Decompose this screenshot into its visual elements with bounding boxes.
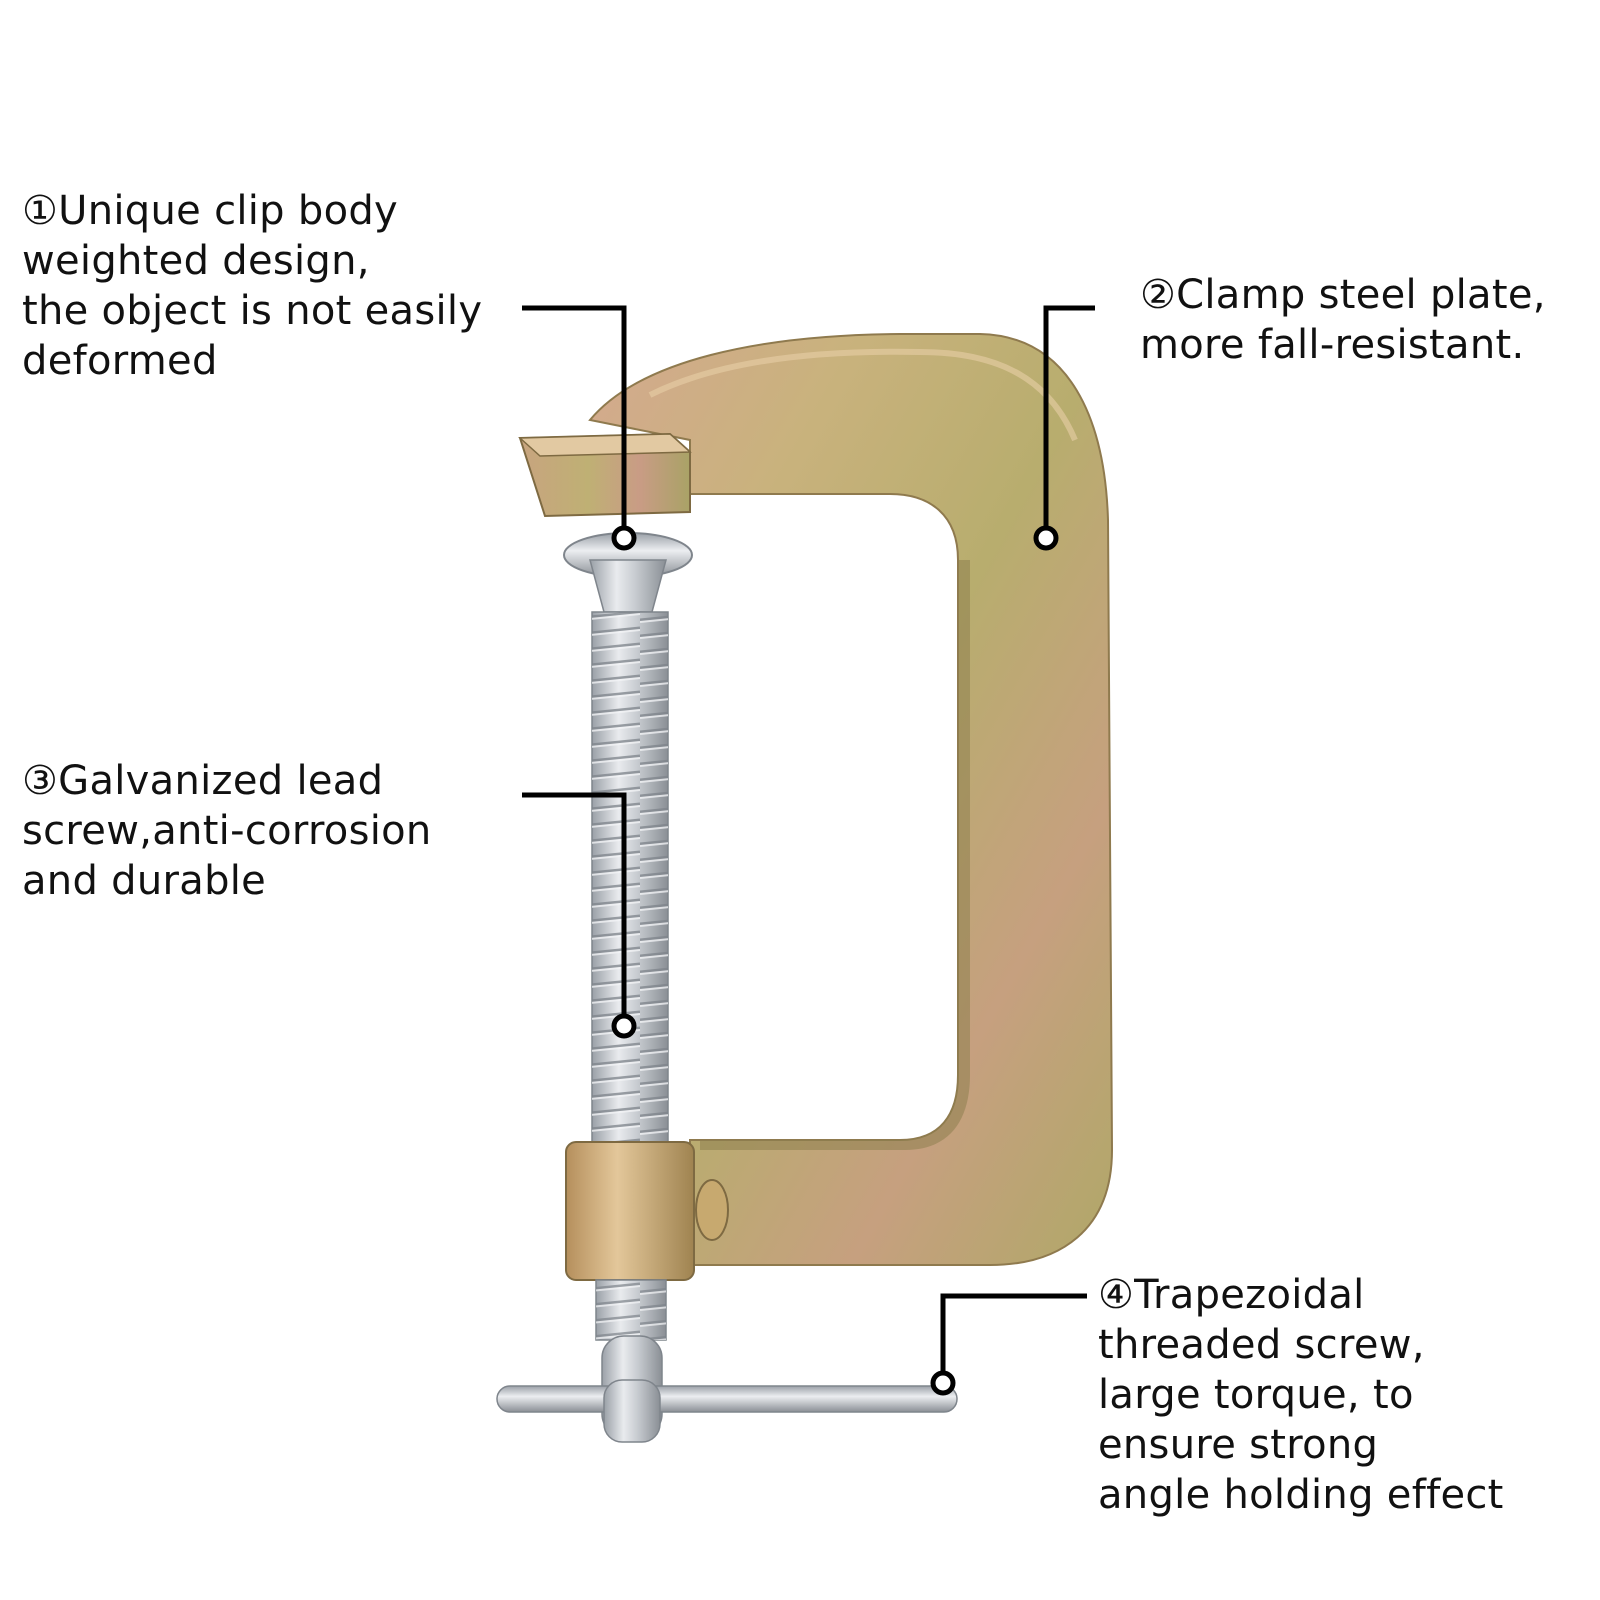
leader-markers xyxy=(611,525,1059,1396)
swivel-neck xyxy=(589,559,667,613)
marker-dot-threaded-screw xyxy=(930,1370,956,1396)
screw-lower-threads xyxy=(596,1280,666,1340)
callout-threaded-screw: ④Trapezoidal threaded screw, large torqu… xyxy=(1098,1270,1504,1520)
callout-lead-screw: ③Galvanized lead screw,anti-corrosion an… xyxy=(22,756,432,906)
callout-line: ④Trapezoidal xyxy=(1098,1272,1365,1318)
callout-steel-plate: ②Clamp steel plate, more fall-resistant. xyxy=(1140,270,1546,370)
callout-line: deformed xyxy=(22,338,218,384)
handle-boss-front xyxy=(603,1379,661,1443)
leader-lines xyxy=(522,305,1095,1383)
callout-line: ③Galvanized lead xyxy=(22,758,384,804)
callout-line: screw,anti-corrosion xyxy=(22,808,432,854)
callout-line: threaded screw, xyxy=(1098,1322,1425,1368)
screw-collar xyxy=(565,1141,695,1281)
marker-dot-steel-plate xyxy=(1033,525,1059,551)
callout-line: and durable xyxy=(22,858,267,904)
fixed-jaw-top xyxy=(518,433,692,457)
leader-line-steel-plate xyxy=(1043,305,1095,538)
marker-dot-clip-body xyxy=(611,525,637,551)
callout-line: ②Clamp steel plate, xyxy=(1140,272,1546,318)
callout-line: weighted design, xyxy=(22,238,370,284)
t-bar-handle xyxy=(496,1385,958,1413)
callout-line: ensure strong xyxy=(1098,1422,1379,1468)
clamp-frame-body xyxy=(588,333,1114,1266)
clamp-frame-highlight xyxy=(648,348,1078,442)
collar-rivet xyxy=(695,1179,729,1241)
leader-line-lead-screw xyxy=(522,792,627,1026)
callout-line: more fall-resistant. xyxy=(1140,322,1525,368)
callout-line: ①Unique clip body xyxy=(22,188,399,234)
callout-line: large torque, to xyxy=(1098,1372,1414,1418)
clamp-frame xyxy=(518,333,1114,1266)
lead-screw xyxy=(496,532,958,1443)
leader-line-threaded-screw xyxy=(940,1293,1087,1383)
leader-line-clip-body xyxy=(522,305,627,538)
screw-threads xyxy=(592,612,668,1152)
callout-line: the object is not easily xyxy=(22,288,483,334)
callout-line: angle holding effect xyxy=(1098,1472,1504,1518)
marker-dot-lead-screw xyxy=(611,1013,637,1039)
clamp-frame-inner-shade xyxy=(700,560,970,1150)
callout-clip-body: ①Unique clip body weighted design, the o… xyxy=(22,186,482,386)
